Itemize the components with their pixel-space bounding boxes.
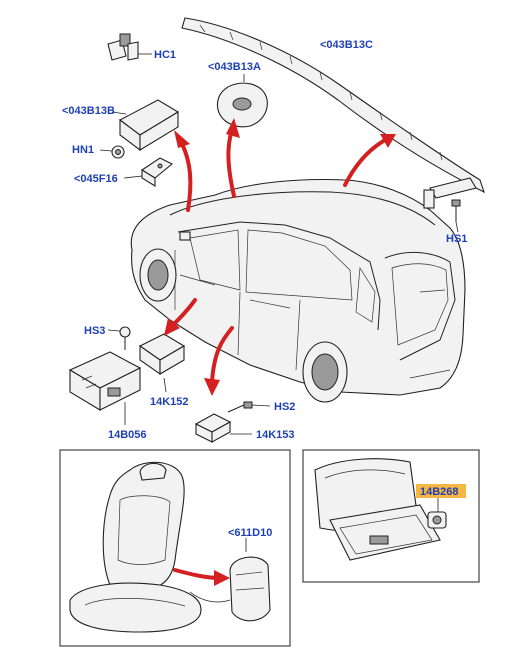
label-hn1: HN1	[72, 144, 94, 156]
label-14b056: 14B056	[108, 429, 147, 441]
glovebox-switch-inset: 14B268	[302, 449, 480, 583]
label-hs2: HS2	[274, 401, 295, 413]
hc1-clip-part	[107, 33, 152, 61]
red-arrows-main	[164, 118, 396, 396]
seat-airbag-inset: <611D10	[59, 449, 291, 647]
label-hs3: HS3	[84, 325, 105, 337]
connector-14k153-part	[194, 413, 252, 443]
sensor-045f16-part	[123, 157, 174, 187]
part-labels: HC1 <043B13A <043B13C <043B13B HN1 <045F…	[62, 39, 467, 441]
label-611d10: <611D10	[228, 527, 272, 539]
label-045f16: <045F16	[74, 173, 118, 185]
connector-14k152-part	[138, 333, 186, 393]
label-043b13b: <043B13B	[62, 105, 115, 117]
hs1-screw-part	[451, 199, 461, 233]
driver-airbag-part	[216, 74, 268, 128]
curtain-airbag-part	[181, 17, 485, 209]
hn1-nut-part	[99, 145, 125, 159]
hs3-screw-part	[107, 326, 131, 350]
passenger-airbag-part	[111, 99, 180, 152]
label-14k153: 14K153	[256, 429, 295, 441]
label-14b268-highlight	[416, 484, 466, 498]
label-14k152: 14K152	[150, 396, 189, 408]
label-14b268: 14B268	[420, 486, 459, 498]
hs2-screw-part	[227, 401, 271, 413]
label-hs1: HS1	[446, 233, 467, 245]
label-043b13a: <043B13A	[208, 61, 261, 73]
car-illustration	[130, 178, 466, 403]
label-043b13c: <043B13C	[320, 39, 373, 51]
control-module-14b056-part	[68, 351, 142, 425]
label-hc1: HC1	[154, 49, 176, 61]
